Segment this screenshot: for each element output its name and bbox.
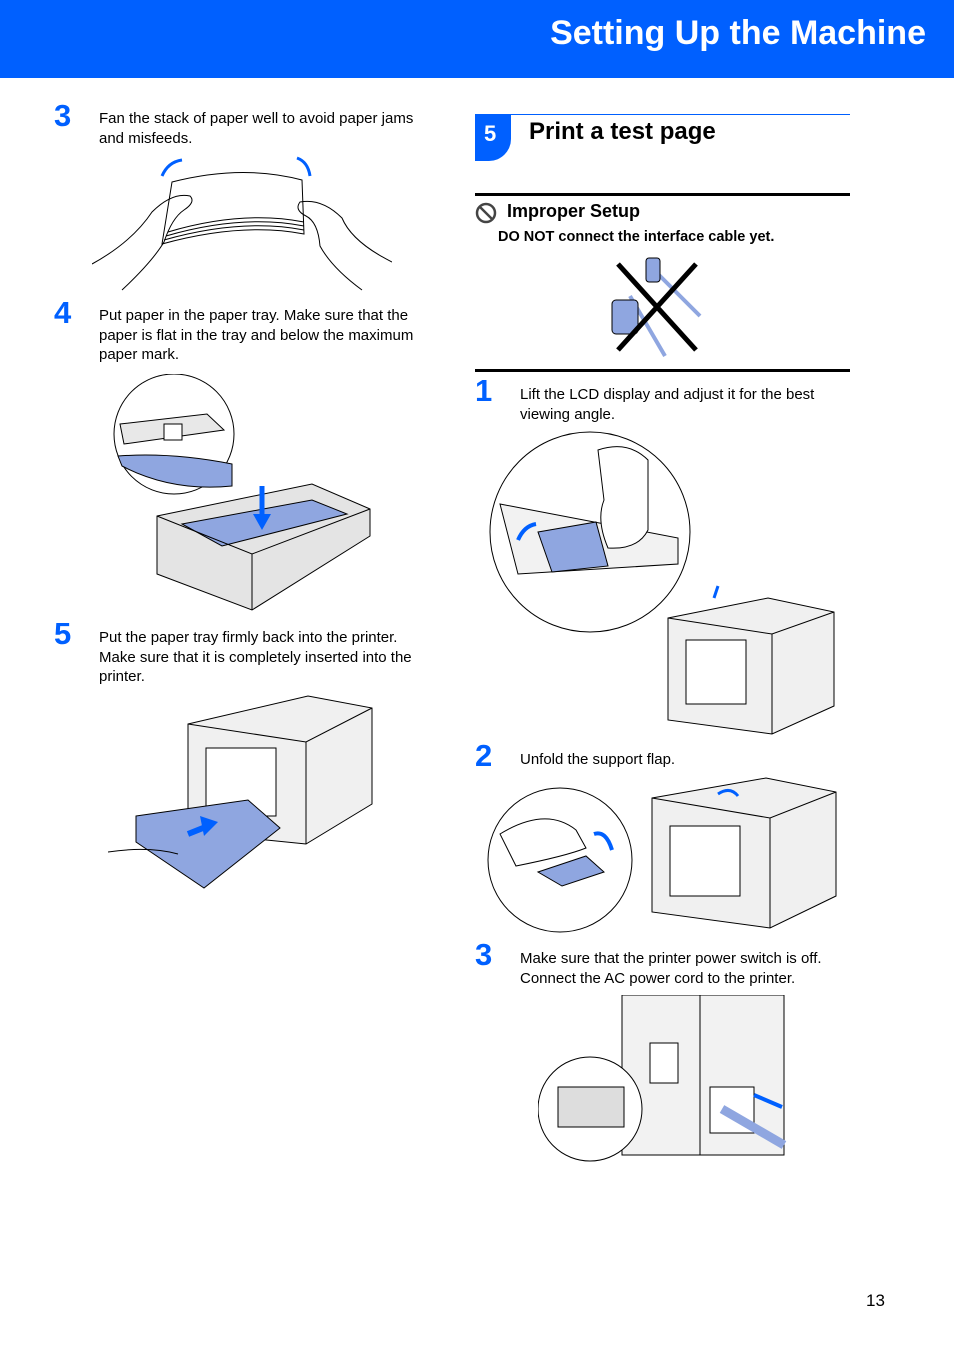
step-number: 2 bbox=[475, 738, 493, 773]
prohibited-icon bbox=[475, 202, 497, 224]
lcd-lift-illustration bbox=[489, 431, 835, 735]
step-number: 3 bbox=[475, 937, 493, 972]
step-text: Make sure that the printer power switch … bbox=[520, 950, 822, 987]
step-text: Fan the stack of paper well to avoid pap… bbox=[99, 110, 414, 147]
step-number: 1 bbox=[475, 373, 493, 408]
no-cable-illustration bbox=[611, 257, 702, 358]
step-text: Put the paper tray firmly back into the … bbox=[99, 629, 412, 685]
step-number: 5 bbox=[54, 616, 72, 651]
step-text: Put paper in the paper tray. Make sure t… bbox=[99, 307, 414, 363]
step-number: 4 bbox=[54, 295, 72, 330]
warning-bottom-rule bbox=[475, 369, 850, 372]
page-header: Setting Up the Machine bbox=[0, 0, 954, 78]
section-number: 5 bbox=[484, 121, 497, 146]
paper-tray-illustration bbox=[113, 374, 371, 611]
support-flap-illustration bbox=[487, 777, 837, 933]
step-number: 3 bbox=[54, 98, 72, 133]
power-cord-illustration bbox=[538, 995, 787, 1162]
section-tab bbox=[475, 115, 511, 161]
warning-title: Improper Setup bbox=[507, 201, 641, 221]
insert-tray-illustration bbox=[108, 695, 373, 889]
page-number: 13 bbox=[866, 1291, 885, 1310]
fan-paper-illustration bbox=[92, 156, 392, 291]
section-title: Print a test page bbox=[529, 118, 716, 145]
step-text: Lift the LCD display and adjust it for t… bbox=[520, 386, 815, 423]
step-text: Unfold the support flap. bbox=[520, 751, 676, 768]
page-title: Setting Up the Machine bbox=[550, 14, 926, 52]
section-rule bbox=[475, 114, 850, 115]
warning-top-rule bbox=[475, 193, 850, 196]
warning-text: DO NOT connect the interface cable yet. bbox=[498, 229, 775, 245]
